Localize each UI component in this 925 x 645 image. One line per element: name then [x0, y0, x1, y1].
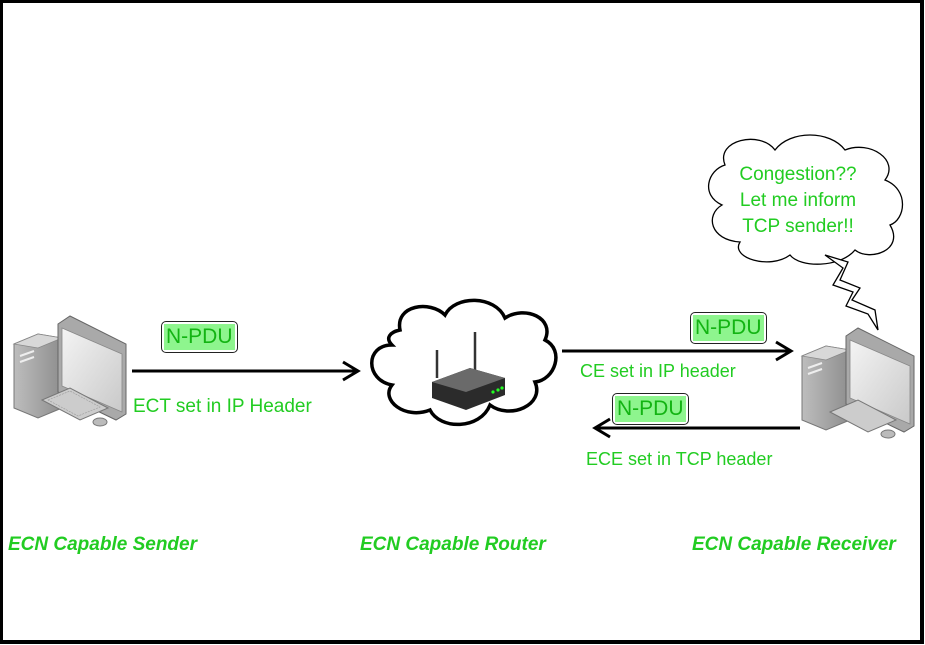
arrow-router-to-receiver — [562, 340, 794, 362]
arrow-sender-to-router — [132, 360, 361, 382]
link-caption: ECE set in TCP header — [586, 449, 773, 469]
link-caption: ECT set in IP Header — [133, 396, 312, 417]
thought-bubble-shape — [707, 134, 903, 265]
packet-label: N-PDU — [615, 396, 686, 422]
router-label: ECN Capable Router — [360, 534, 546, 555]
thought-line: Congestion?? — [739, 164, 857, 185]
lightning-bolt-icon — [824, 254, 879, 331]
packet-badge: N-PDU — [161, 321, 238, 353]
arrow-receiver-to-router — [592, 417, 800, 439]
router-icon — [432, 332, 505, 410]
packet-label: N-PDU — [693, 315, 764, 341]
receiver-label: ECN Capable Receiver — [692, 534, 896, 555]
thought-text: Congestion?? Let me inform TCP sender!! — [728, 162, 868, 240]
link-caption: CE set in IP header — [580, 361, 736, 381]
packet-badge: N-PDU — [690, 312, 767, 344]
receiver-computer-icon — [800, 327, 915, 439]
sender-label: ECN Capable Sender — [8, 534, 197, 555]
sender-computer-icon — [12, 315, 127, 427]
thought-line: Let me inform — [739, 190, 857, 211]
packet-label: N-PDU — [164, 324, 235, 350]
router-cloud-shape — [370, 298, 558, 427]
packet-badge: N-PDU — [612, 393, 689, 425]
thought-line: TCP sender!! — [742, 216, 854, 237]
